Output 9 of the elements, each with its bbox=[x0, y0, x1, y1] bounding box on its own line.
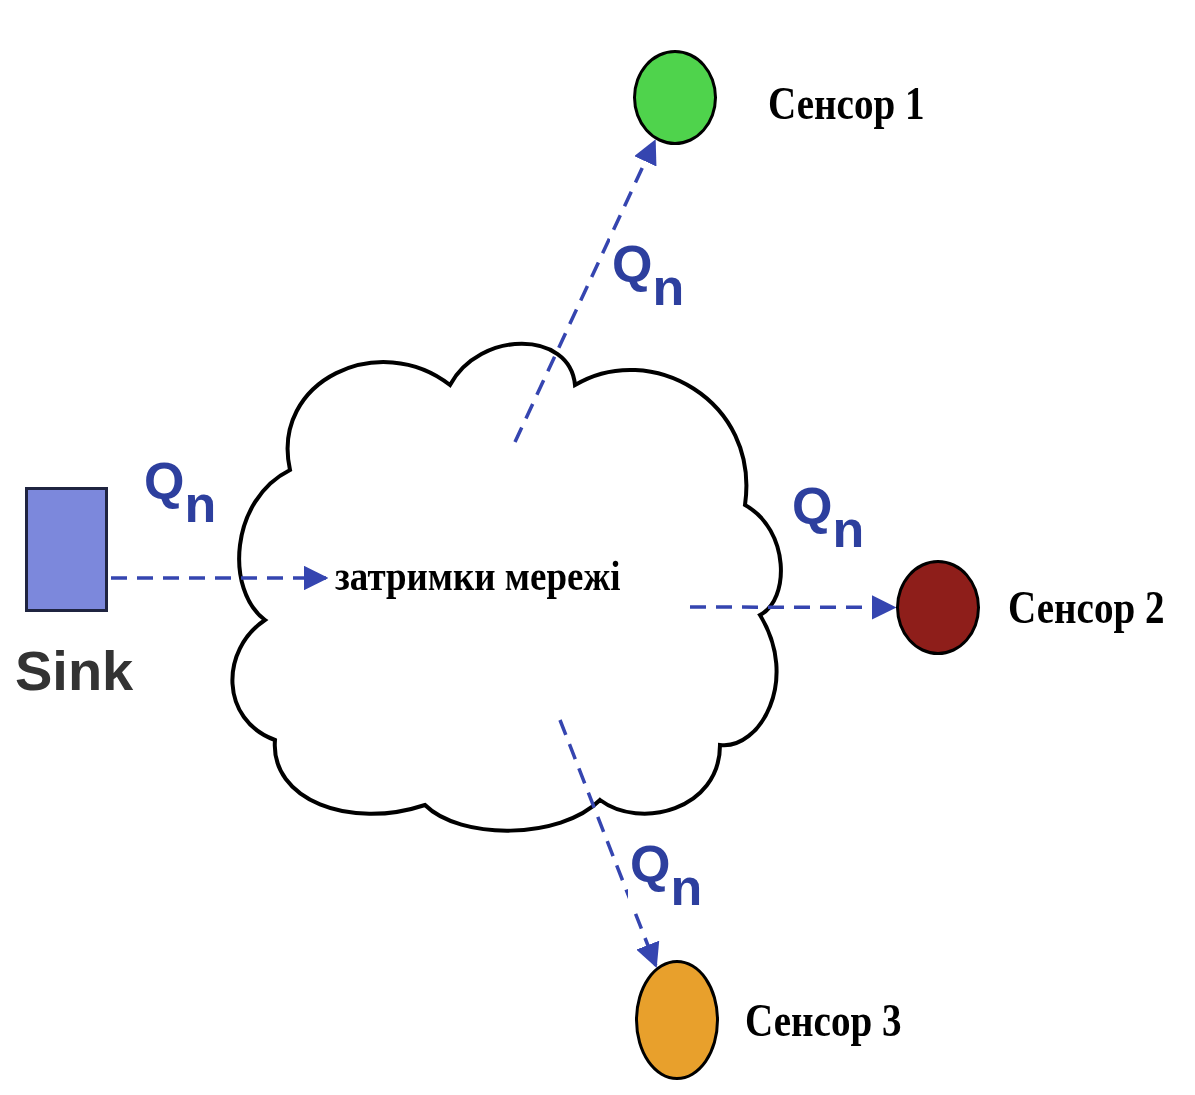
dashed-arrow bbox=[690, 595, 897, 620]
sensor-label: Сенсор 1 bbox=[768, 81, 925, 127]
cloud-label: затримки мережі bbox=[335, 555, 621, 597]
dashed-arrow bbox=[513, 139, 657, 443]
sensor-label: Сенсор 2 bbox=[1008, 585, 1165, 631]
dashed-arrow bbox=[558, 719, 660, 968]
node-label: Sink bbox=[15, 643, 134, 699]
dashed-arrow bbox=[111, 565, 329, 591]
sensor-label: Сенсор 3 bbox=[745, 998, 902, 1044]
